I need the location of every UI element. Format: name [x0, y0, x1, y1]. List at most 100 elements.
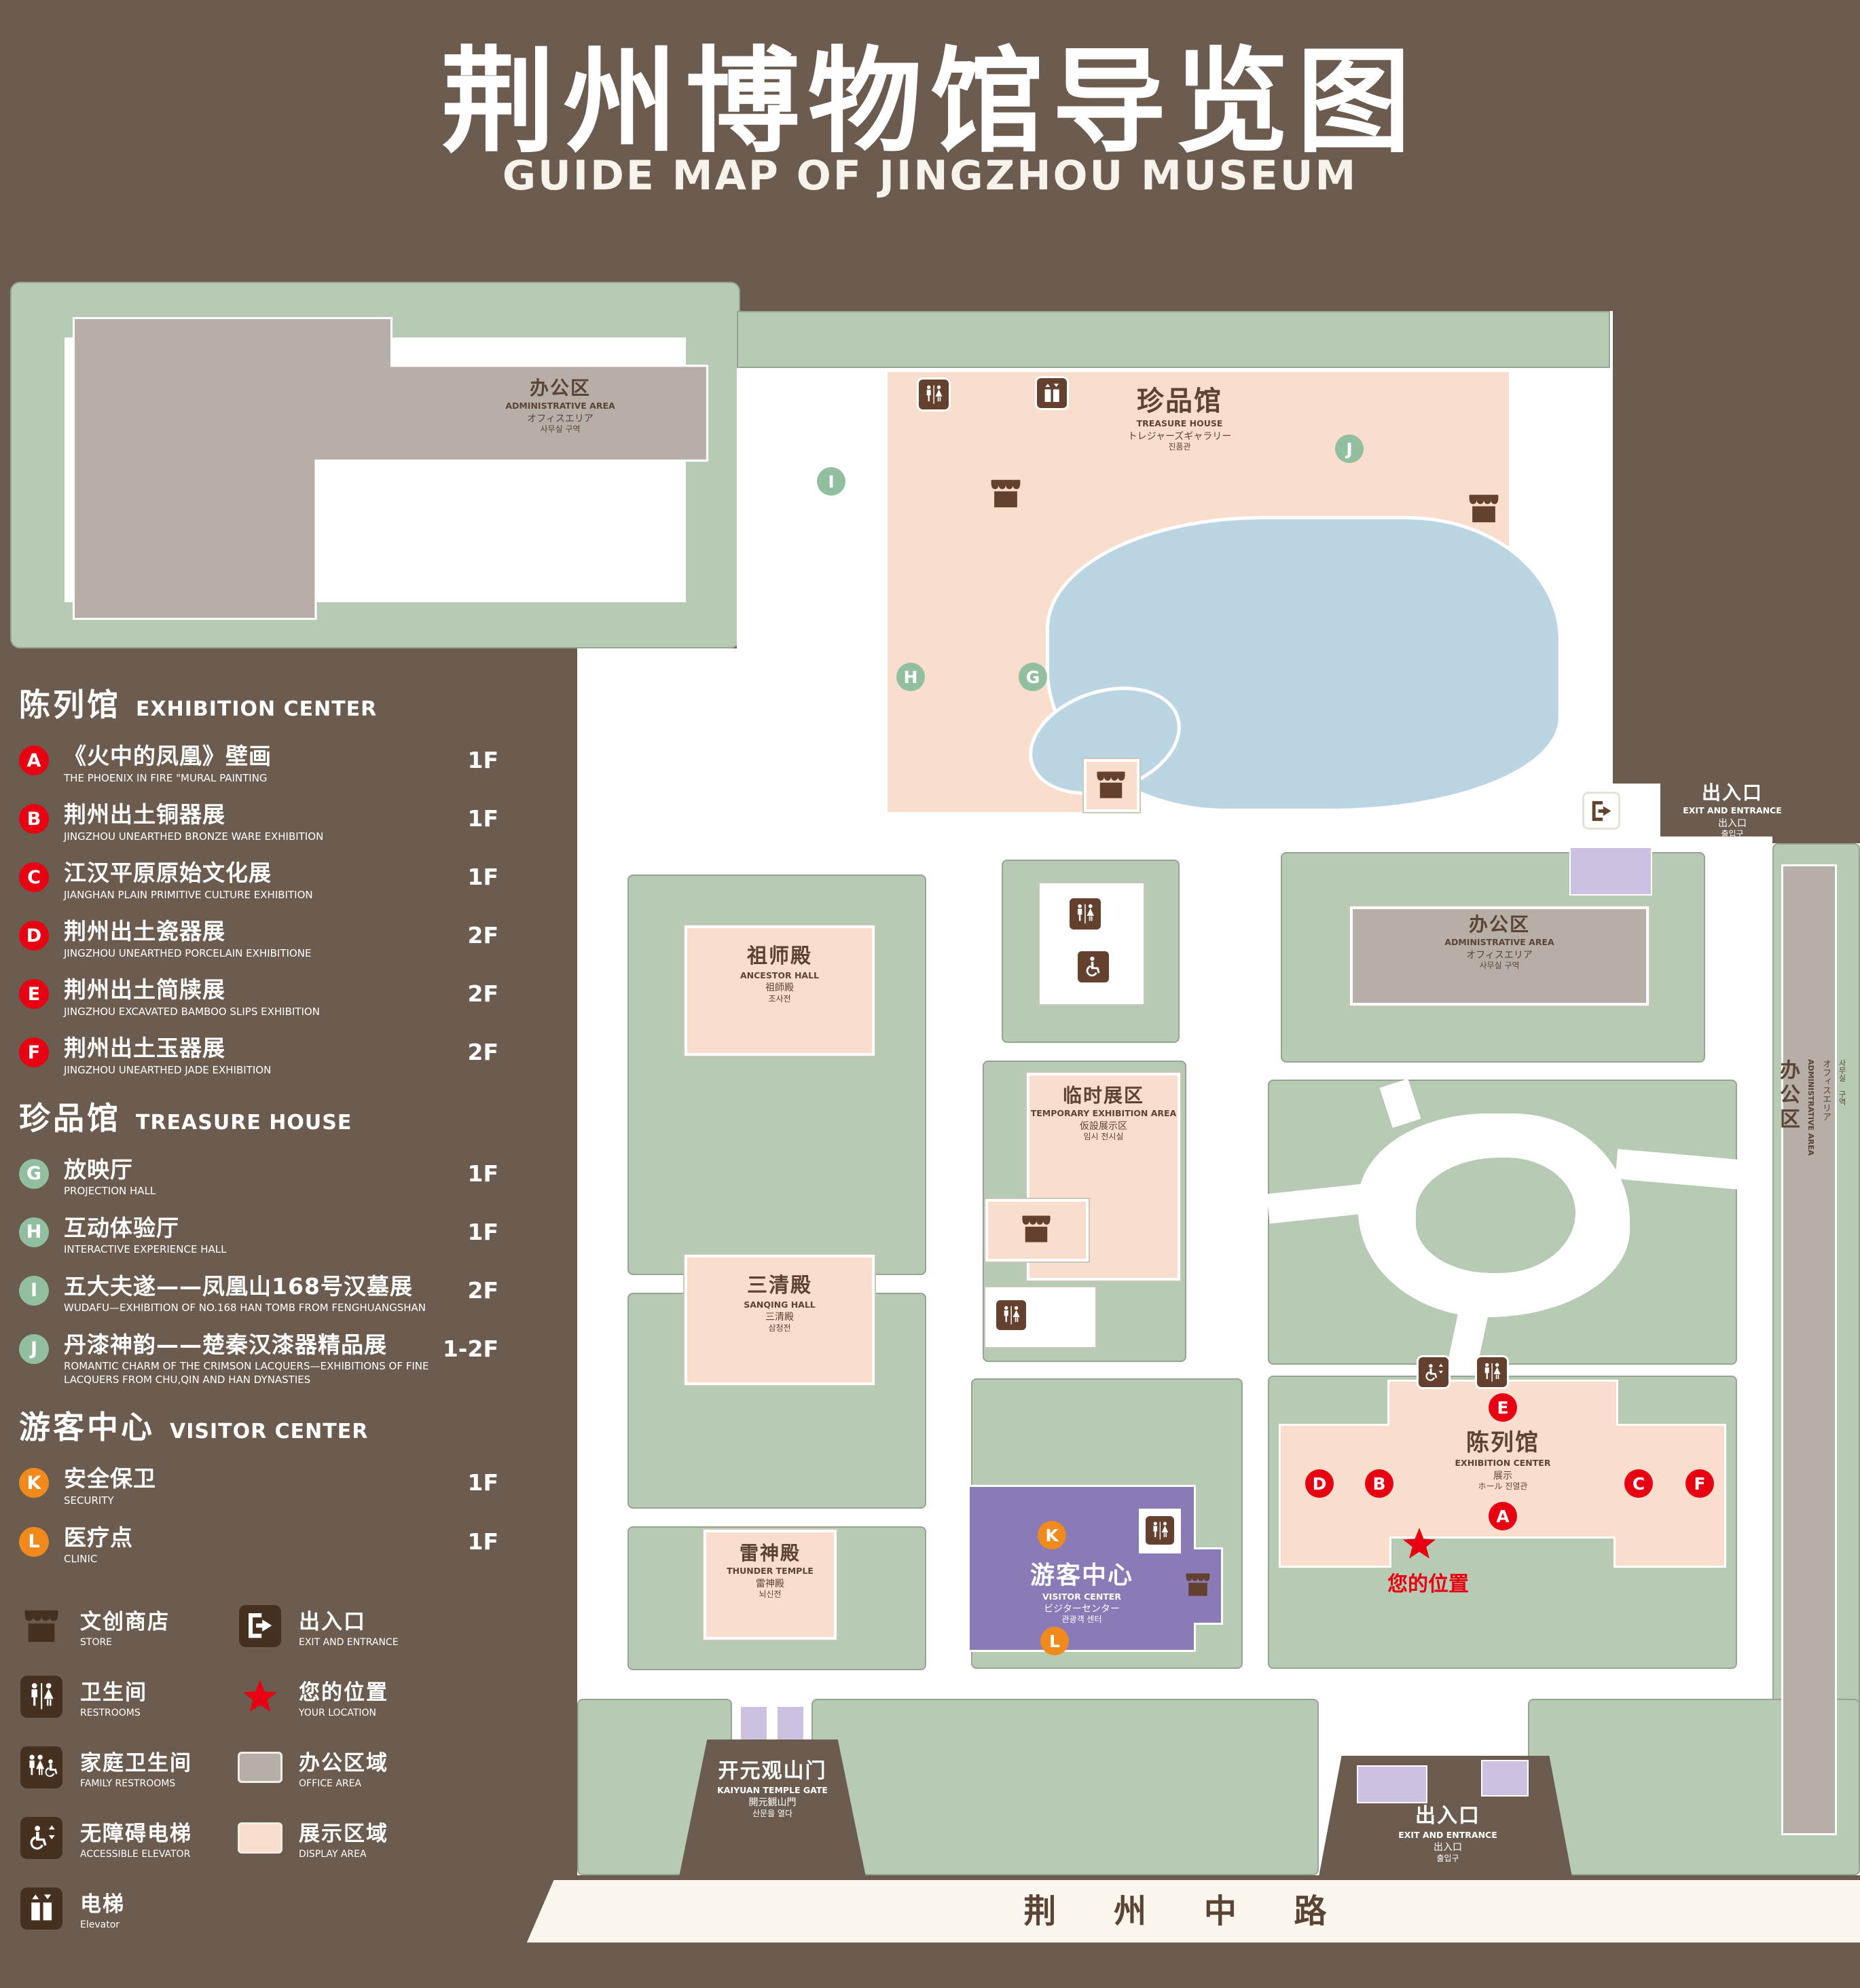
legend-zh: 您的位置 [299, 1680, 388, 1705]
legend-text: 无障碍电梯 ACCESSIBLE ELEVATOR [80, 1816, 192, 1860]
legend-zh: 电梯 [80, 1892, 125, 1917]
section-title-en: EXHIBITION CENTER [136, 697, 378, 721]
label-kr: 조사전 [768, 993, 791, 1004]
legend-text: 办公区域 OFFICE AREA [299, 1746, 388, 1789]
label-zh: 办公区 [1468, 913, 1530, 936]
restroom-icon [25, 1680, 58, 1712]
list-item-c: C 江汉平原原始文化展 JIANGHAN PLAIN PRIMITIVE CUL… [19, 860, 498, 902]
item-en: JINGZHOU UNEARTHED PORCELAIN EXHIBITIONE [64, 946, 312, 959]
exit-icon [238, 1604, 282, 1649]
map-marker-g: G [1019, 663, 1047, 691]
item-floor: 2F [467, 1039, 498, 1066]
marker-c: C [19, 862, 49, 893]
label-zh: 雷神殿 [739, 1542, 801, 1564]
legend-zh: 出入口 [299, 1609, 366, 1634]
item-en: CLINIC [64, 1553, 98, 1566]
legend-item-elevator: 电梯 Elevator [19, 1873, 238, 1944]
gate-block [776, 1706, 805, 1741]
admin-far-right-building [1781, 864, 1837, 1835]
list-item-k: K 安全保卫 SECURITY 1F [19, 1465, 498, 1507]
legend-item-your-location: 您的位置 YOUR LOCATION [238, 1661, 399, 1732]
item-zh: 荆州出土简牍展 [64, 976, 225, 1004]
label-en: TREASURE HOUSE [1136, 418, 1223, 429]
legend-en: YOUR LOCATION [299, 1707, 376, 1718]
list-item-i: I 五大夫遂——凤凰山168号汉墓展 WUDAFU—EXHIBITION OF … [19, 1273, 498, 1315]
item-zh: 江汉平原原始文化展 [64, 860, 272, 887]
marker-g: G [19, 1158, 49, 1189]
item-en: WUDAFU—EXHIBITION OF NO.168 HAN TOMB FRO… [64, 1302, 426, 1314]
accessible-elevator-icon [1422, 1361, 1445, 1384]
label-kr: 진품관 [1168, 442, 1191, 452]
map-marker-j: J [1335, 435, 1364, 463]
label-jp: 開元観山門 [748, 1797, 797, 1809]
entrance-block [1357, 1765, 1427, 1803]
admin-right-label: 办公区 ADMINISTRATIVE AREA オフィスエリア 사무실 구역 [1350, 913, 1649, 971]
item-floor: 1F [467, 864, 498, 891]
store-icon [1092, 767, 1130, 803]
legend-text: 展示区域 DISPLAY AREA [299, 1816, 388, 1860]
label-en: ADMINISTRATIVE AREA [505, 401, 615, 411]
exit-top-right-label: 出入口 EXIT AND ENTRANCE 出入口 출입구 [1661, 781, 1804, 839]
label-jp: ビジターセンター [1044, 1604, 1120, 1615]
label-kr: ホール 진열관 [1478, 1481, 1528, 1492]
label-kr: 사무실 구역 [540, 424, 581, 435]
thunder-temple-label: 雷神殿 THUNDER TEMPLE 雷神殿 뇌신전 [704, 1542, 837, 1600]
map-marker-d: D [1305, 1469, 1334, 1498]
section-title-en: TREASURE HOUSE [136, 1110, 352, 1135]
star-icon [1400, 1528, 1438, 1566]
list-item-h: H 互动体验厅 INTERACTIVE EXPERIENCE HALL 1F [19, 1215, 498, 1257]
marker-a: A [19, 746, 49, 775]
family-restroom-icon [20, 1746, 62, 1788]
label-en: EXIT AND ENTRANCE [1683, 805, 1782, 816]
store-icon [1092, 767, 1130, 803]
page-subtitle: GUIDE MAP OF JINGZHOU MUSEUM [502, 152, 1358, 200]
restroom-icon [1144, 1514, 1176, 1547]
elevator-icon [25, 1892, 58, 1924]
label-zh: 游客中心 [1029, 1562, 1133, 1589]
elevator-icon [1035, 376, 1069, 410]
legend-en: OFFICE AREA [299, 1778, 362, 1789]
thunder-temple-building [704, 1530, 837, 1640]
accessible-elevator-icon [25, 1821, 58, 1854]
legend-en: STORE [80, 1636, 113, 1648]
restroom-icon [922, 383, 945, 406]
accessible-restroom-icon [1076, 949, 1111, 984]
sanqing-hall-label: 三清殿 SANQING HALL 三清殿 삼청전 [685, 1274, 875, 1333]
green-area-visitor-center [971, 1378, 1243, 1669]
item-floor: 1F [467, 805, 498, 832]
label-kr: 뇌신전 [759, 1589, 782, 1600]
legend-zh: 展示区域 [299, 1821, 388, 1846]
legend-zh: 卫生间 [80, 1680, 147, 1705]
section-header-exhibition-center: 陈列馆 EXHIBITION CENTER [19, 680, 498, 725]
list-item-d: D 荆州出土瓷器展 JINGZHOU UNEARTHED PORCELAIN E… [19, 918, 498, 960]
accessible-elevator-icon [20, 1816, 62, 1859]
map-marker-c: C [1624, 1469, 1653, 1498]
item-en: ROMANTIC CHARM OF THE CRIMSON LACQUERS—E… [64, 1360, 429, 1386]
item-floor: 1F [467, 1160, 498, 1187]
elevator-icon [1040, 382, 1063, 405]
office-area-swatch [238, 1745, 282, 1790]
label-zh: 办公区 [1776, 1059, 1800, 1133]
item-floor: 2F [467, 980, 498, 1008]
family-restroom-icon [25, 1750, 58, 1783]
entrance-block [1569, 847, 1652, 896]
item-en: PROJECTION HALL [64, 1185, 156, 1198]
legend-en: RESTROOMS [80, 1707, 141, 1718]
your-location-icon [1400, 1525, 1438, 1563]
exit-icon [1582, 792, 1620, 830]
legend-zh: 无障碍电梯 [80, 1821, 192, 1846]
display-area-swatch [238, 1816, 282, 1860]
exit-icon [244, 1609, 276, 1642]
sanqing-hall-building [685, 1255, 875, 1385]
marker-h: H [19, 1217, 49, 1247]
legend-item-restrooms: 卫生间 RESTROOMS [19, 1661, 238, 1732]
label-en: TEMPORARY EXHIBITION AREA [1030, 1108, 1177, 1119]
legend-column-left: 文创商店 STORE 卫生间 RESTROOMS 家庭卫生间 FAMILY [19, 1591, 238, 1944]
exit-icon [1588, 798, 1615, 824]
list-item-f: F 荆州出土玉器展 JINGZHOU UNEARTHED JADE EXHIBI… [19, 1035, 498, 1077]
map-marker-i: I [817, 467, 845, 496]
item-floor: 1F [467, 1469, 498, 1496]
marker-k: K [19, 1468, 49, 1498]
item-zh: 荆州出土玉器展 [64, 1035, 225, 1062]
label-en: SANQING HALL [744, 1299, 816, 1310]
